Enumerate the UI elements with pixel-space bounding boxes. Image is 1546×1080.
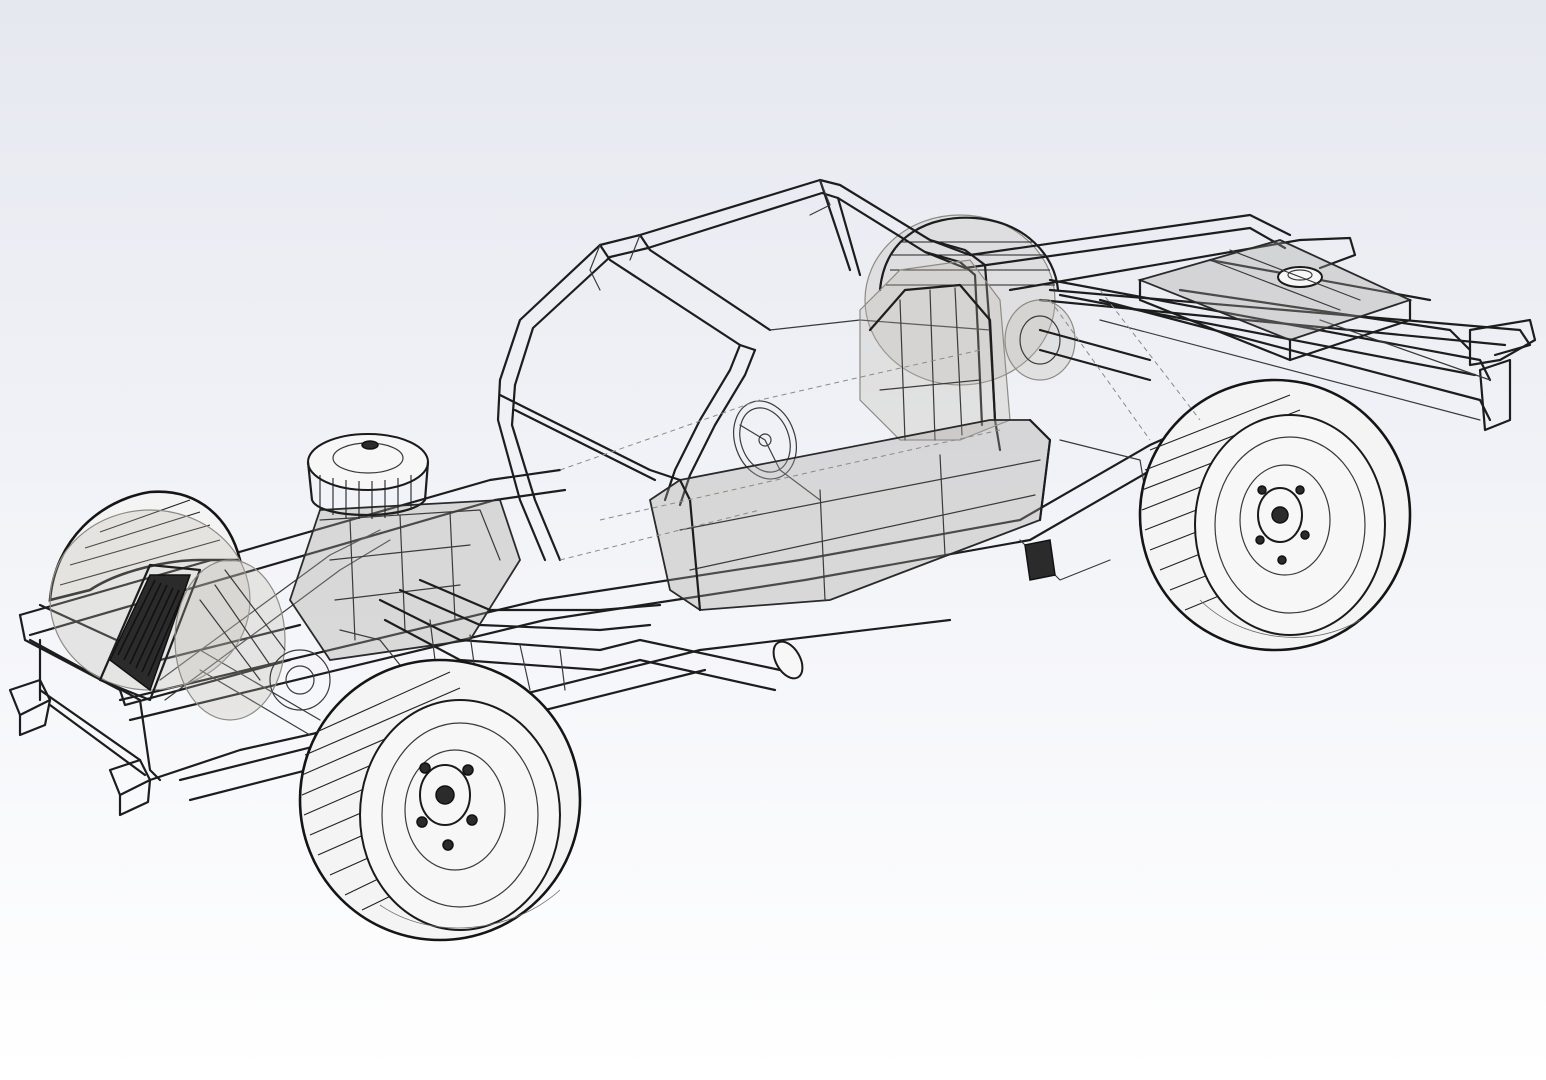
rear-right-wheel[interactable] bbox=[864, 214, 1060, 386]
front-bumper[interactable] bbox=[8, 678, 152, 817]
rear-bumper[interactable] bbox=[1098, 298, 1537, 432]
front-left-wheel[interactable] bbox=[298, 658, 582, 942]
rear-axle bbox=[1004, 299, 1152, 581]
air-cleaner[interactable] bbox=[306, 433, 430, 519]
radiator[interactable] bbox=[98, 563, 202, 702]
steering-wheel[interactable] bbox=[723, 392, 821, 501]
exhaust-headers[interactable] bbox=[378, 578, 808, 721]
engine[interactable] bbox=[174, 499, 521, 721]
driver-seat[interactable] bbox=[859, 259, 1011, 441]
side-door-bars bbox=[648, 418, 1052, 612]
fuel-cell[interactable] bbox=[1137, 239, 1413, 362]
roll-cage[interactable] bbox=[496, 178, 1002, 562]
hidden-lines bbox=[559, 289, 1201, 561]
rear-left-wheel[interactable] bbox=[1138, 378, 1412, 652]
